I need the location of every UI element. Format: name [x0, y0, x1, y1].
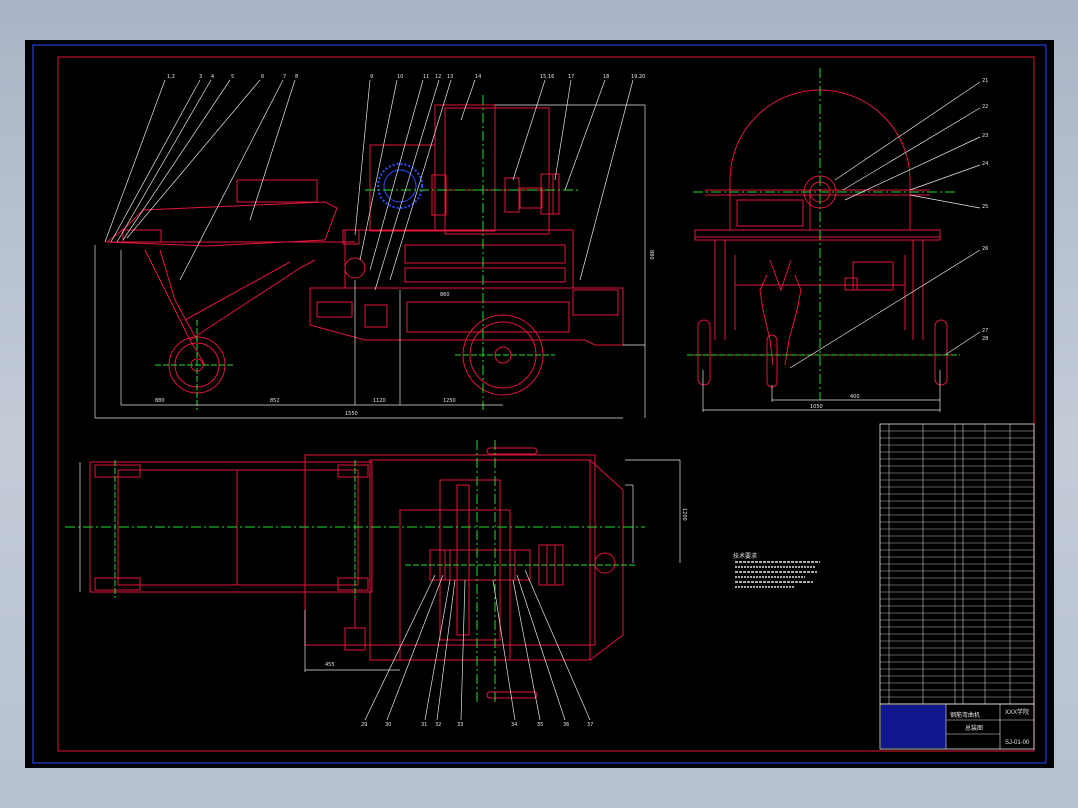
side-view-dimension-text: 1550 852 880 1120 1250 860 880: [155, 250, 654, 417]
callout: 3: [199, 74, 202, 80]
front-view-dimension-text: 400 1050: [810, 394, 860, 410]
gear-icon: [377, 163, 423, 209]
callout: 18: [603, 74, 609, 80]
callout: 13: [447, 74, 453, 80]
callout: 28: [982, 336, 988, 342]
front-view-callouts: 21 22 23 24 25 26 27 28: [982, 78, 988, 342]
plan-view-leaders: [364, 569, 591, 721]
callout: 24: [982, 161, 988, 167]
tech-req-heading: 技术要求: [733, 552, 757, 560]
callout: 10: [397, 74, 403, 80]
technical-requirements: 技术要求: [733, 552, 820, 588]
callout: 12: [435, 74, 441, 80]
drawing-name: 总装图: [965, 724, 983, 732]
cad-drawing: 1550 852 880 1120 1250 860 880 1,2 3 4 5…: [32, 44, 1047, 764]
dim-4: 1120: [373, 398, 386, 404]
outer-frame: [32, 44, 1047, 764]
callout: 4: [211, 74, 214, 80]
parts-list: [879, 423, 1035, 705]
plan-view-dimension-text: 1200 455: [325, 508, 687, 668]
tech-req-lines: [735, 561, 820, 588]
callout: 32: [435, 722, 441, 728]
dim-5: 1250: [443, 398, 456, 404]
callout: 25: [982, 204, 988, 210]
title-block: XXX学院 钢筋弯曲机 总装图 SJ-01-00: [879, 703, 1035, 750]
callout: 21: [982, 78, 988, 84]
callout: 27: [982, 328, 988, 334]
callout: 11: [423, 74, 429, 80]
plan-view-callouts: 29 30 31 32 33 34 35 36 37: [361, 722, 593, 728]
callout: 9: [370, 74, 373, 80]
callout: 22: [982, 104, 988, 110]
side-view-leaders: [104, 79, 634, 291]
drawing-sheet: 1550 852 880 1120 1250 860 880 1,2 3 4 5…: [25, 40, 1054, 768]
dim-11: 455: [325, 662, 335, 668]
front-view-leaders: [789, 81, 981, 369]
callout: 35: [537, 722, 543, 728]
callout: 6: [261, 74, 264, 80]
callout: 29: [361, 722, 367, 728]
callout: 8: [295, 74, 298, 80]
drawing-number: SJ-01-00: [1005, 740, 1030, 746]
callout: 1,2: [167, 74, 175, 80]
callout: 23: [982, 133, 988, 139]
callout: 14: [475, 74, 481, 80]
dim-1: 1550: [345, 411, 358, 417]
inner-frame: [57, 56, 1035, 752]
callout: 33: [457, 722, 463, 728]
front-view: [690, 89, 955, 388]
plan-view-dimensions: [79, 459, 681, 672]
callout: 5: [231, 74, 234, 80]
callout: 19,20: [631, 74, 645, 80]
callout: 15,16: [540, 74, 554, 80]
university-name: XXX学院: [1005, 708, 1029, 716]
dim-3: 880: [155, 398, 165, 404]
dim-7: 880: [648, 250, 654, 260]
callout: 7: [283, 74, 286, 80]
parts-rows: [880, 430, 1034, 698]
plan-view: [89, 447, 624, 699]
callout: 26: [982, 246, 988, 252]
callout: 37: [587, 722, 593, 728]
dim-9: 1050: [810, 404, 823, 410]
dim-6: 860: [440, 292, 450, 298]
plan-view-center-lines: [65, 440, 645, 705]
callout: 36: [563, 722, 569, 728]
machine-title: 钢筋弯曲机: [950, 711, 980, 719]
front-view-center-lines: [687, 68, 960, 400]
callout: 31: [421, 722, 427, 728]
callout: 34: [511, 722, 517, 728]
side-view-callouts: 1,2 3 4 5 6 7 8 9 10 11 12 13 14 15,16 1…: [167, 74, 645, 80]
front-view-dimensions: [702, 370, 941, 412]
side-view-dimensions: [94, 104, 646, 419]
dim-8: 400: [850, 394, 860, 400]
dim-10: 1200: [681, 508, 687, 521]
side-view-center-lines: [155, 95, 580, 410]
callout: 30: [385, 722, 391, 728]
dim-2: 852: [270, 398, 280, 404]
callout: 17: [568, 74, 574, 80]
